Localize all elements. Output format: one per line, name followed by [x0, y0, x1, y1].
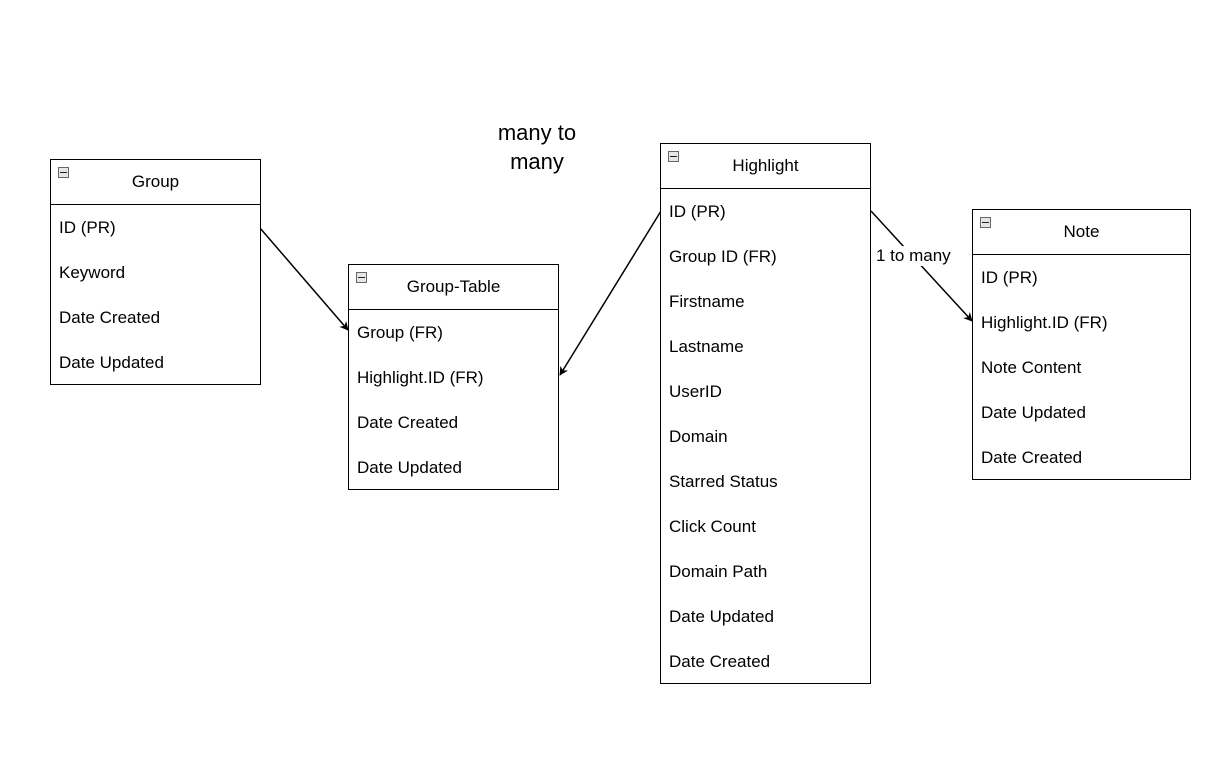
entity-header: Note: [973, 210, 1190, 255]
entity-field: Firstname: [669, 292, 745, 311]
collapse-icon[interactable]: [356, 272, 367, 283]
entity-field: Group (FR): [357, 323, 443, 342]
entity-title: Group-Table: [406, 277, 501, 296]
entity-field: Date Created: [981, 448, 1083, 467]
entity-note[interactable]: Note ID (PR) Highlight.ID (FR) Note Cont…: [972, 209, 1191, 480]
entity-group[interactable]: Group ID (PR) Keyword Date Created Date …: [50, 159, 261, 385]
entity-field: Highlight.ID (FR): [981, 313, 1108, 332]
many-to-many-label-line2: many: [510, 149, 564, 174]
collapse-icon[interactable]: [668, 151, 679, 162]
entity-field: Group ID (FR): [669, 247, 777, 266]
entity-field: Note Content: [981, 358, 1082, 377]
entity-field: Date Created: [669, 652, 771, 671]
edge-group-to-group-table[interactable]: [259, 227, 349, 331]
many-to-many-label: many to many: [478, 118, 596, 176]
entity-title: Highlight: [732, 156, 799, 175]
entity-field: Click Count: [669, 517, 756, 536]
entity-field: Date Created: [357, 413, 459, 432]
edge-highlight-to-note[interactable]: [870, 210, 973, 322]
entity-header: Group: [51, 160, 260, 205]
entity-field: ID (PR): [59, 218, 116, 237]
entity-header: Highlight: [661, 144, 870, 189]
entity-title: Group: [131, 172, 180, 191]
entity-highlight[interactable]: Highlight ID (PR) Group ID (FR) Firstnam…: [660, 143, 871, 684]
entity-field: Lastname: [669, 337, 744, 356]
collapse-icon[interactable]: [58, 167, 69, 178]
entity-group-table[interactable]: Group-Table Group (FR) Highlight.ID (FR)…: [348, 264, 559, 490]
entity-field: Date Updated: [981, 403, 1086, 422]
entity-field: Date Updated: [59, 353, 164, 372]
entity-field: Domain Path: [669, 562, 768, 581]
entity-field: Starred Status: [669, 472, 778, 491]
entity-title: Note: [1063, 222, 1100, 241]
collapse-icon[interactable]: [980, 217, 991, 228]
edge-highlight-to-group-table[interactable]: [559, 210, 662, 376]
entity-field: ID (PR): [669, 202, 726, 221]
entity-field: Highlight.ID (FR): [357, 368, 484, 387]
entity-field: Keyword: [59, 263, 126, 282]
entity-header: Group-Table: [349, 265, 558, 310]
one-to-many-label: 1 to many: [876, 246, 951, 266]
entity-field: Date Updated: [357, 458, 462, 477]
entity-field: ID (PR): [981, 268, 1038, 287]
entity-field: UserID: [669, 382, 722, 401]
entity-field: Date Updated: [669, 607, 774, 626]
entity-field: Domain: [669, 427, 728, 446]
entity-field: Date Created: [59, 308, 161, 327]
many-to-many-label-line1: many to: [497, 120, 577, 145]
